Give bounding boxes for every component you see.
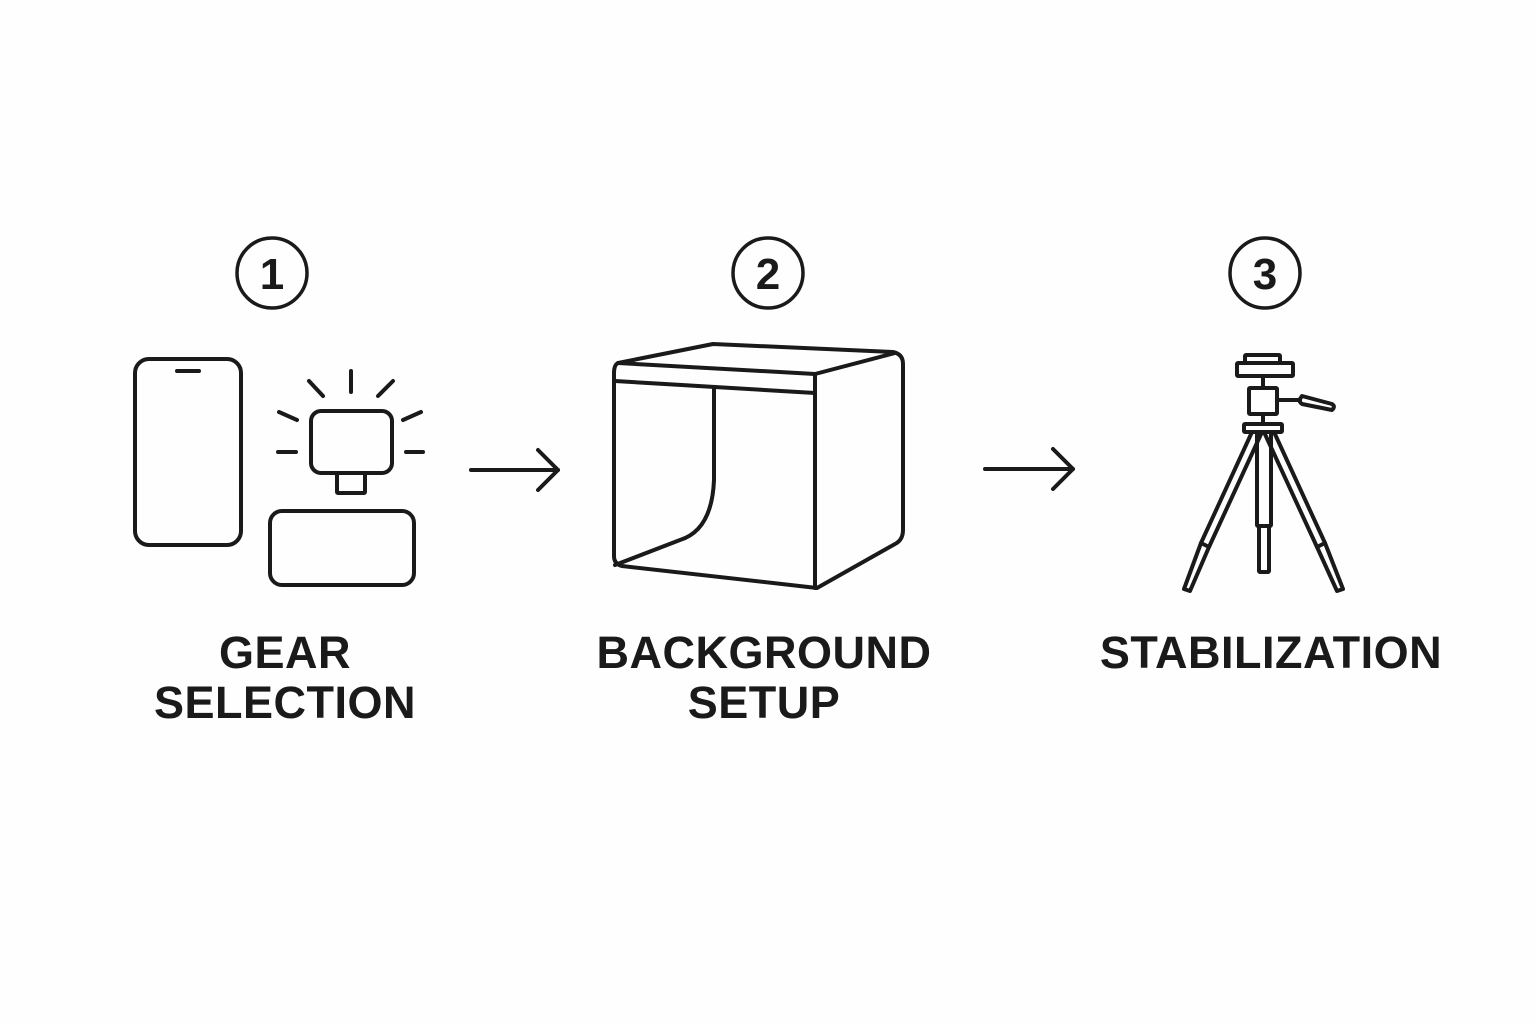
step-1-title-line-2: SELECTION — [153, 677, 417, 728]
arrow-right-icon — [469, 448, 560, 492]
step-3-title-line-1: STABILIZATION — [1099, 627, 1443, 678]
svg-text:3: 3 — [1253, 250, 1277, 299]
step-2-title-line-1: BACKGROUND — [596, 627, 932, 678]
step-2-title: BACKGROUND SETUP — [568, 628, 960, 728]
step-1-title-line-1: GEAR — [218, 627, 351, 678]
phone-and-light-icon — [133, 357, 425, 587]
svg-text:1: 1 — [260, 250, 284, 299]
arrow-right-icon — [983, 447, 1075, 491]
smartphone-icon — [133, 357, 243, 547]
step-2-number-badge: 2 — [731, 236, 805, 310]
step-3-number-badge: 3 — [1228, 236, 1302, 310]
step-3-title: STABILIZATION — [1075, 628, 1467, 678]
step-1-title: GEAR SELECTION — [120, 628, 450, 728]
tripod-icon — [1182, 353, 1345, 593]
battery-pack-icon — [268, 509, 416, 587]
svg-text:2: 2 — [756, 250, 780, 299]
step-1-number-badge: 1 — [235, 236, 309, 310]
light-icon — [276, 369, 425, 495]
step-2-title-line-2: SETUP — [687, 677, 841, 728]
lightbox-icon — [612, 342, 905, 590]
